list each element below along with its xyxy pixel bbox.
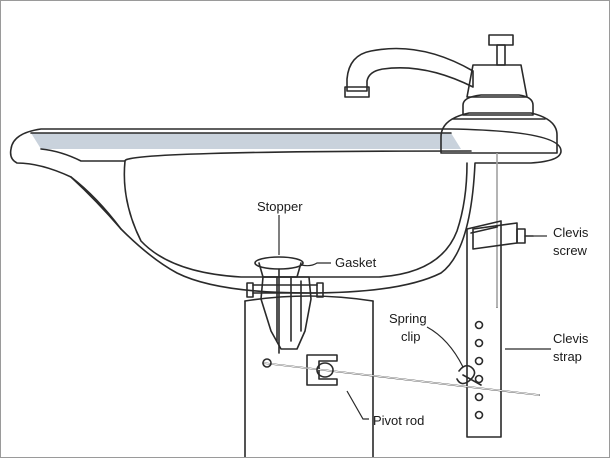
label-gasket: Gasket <box>335 255 377 270</box>
basin <box>9 128 562 294</box>
leader-lines <box>278 215 551 420</box>
label-spring-clip-line2: clip <box>401 329 421 344</box>
pivot-rod <box>262 358 540 396</box>
label-clevis-strap-line1: Clevis <box>553 331 589 346</box>
pedestal <box>244 295 374 457</box>
label-clevis-strap-line2: strap <box>553 349 582 364</box>
label-stopper: Stopper <box>257 199 303 214</box>
label-clevis-screw-line1: Clevis <box>553 225 589 240</box>
clevis-strap <box>466 220 502 438</box>
clevis-screw <box>472 222 534 250</box>
label-clevis-screw-line2: screw <box>553 243 588 258</box>
label-spring-clip-line1: Spring <box>389 311 427 326</box>
spring-clip <box>456 364 482 386</box>
stopper <box>254 256 304 354</box>
label-pivot-rod: Pivot rod <box>373 413 424 428</box>
pivot-fitting <box>306 354 338 386</box>
drain-body <box>246 276 324 350</box>
faucet <box>344 34 558 154</box>
